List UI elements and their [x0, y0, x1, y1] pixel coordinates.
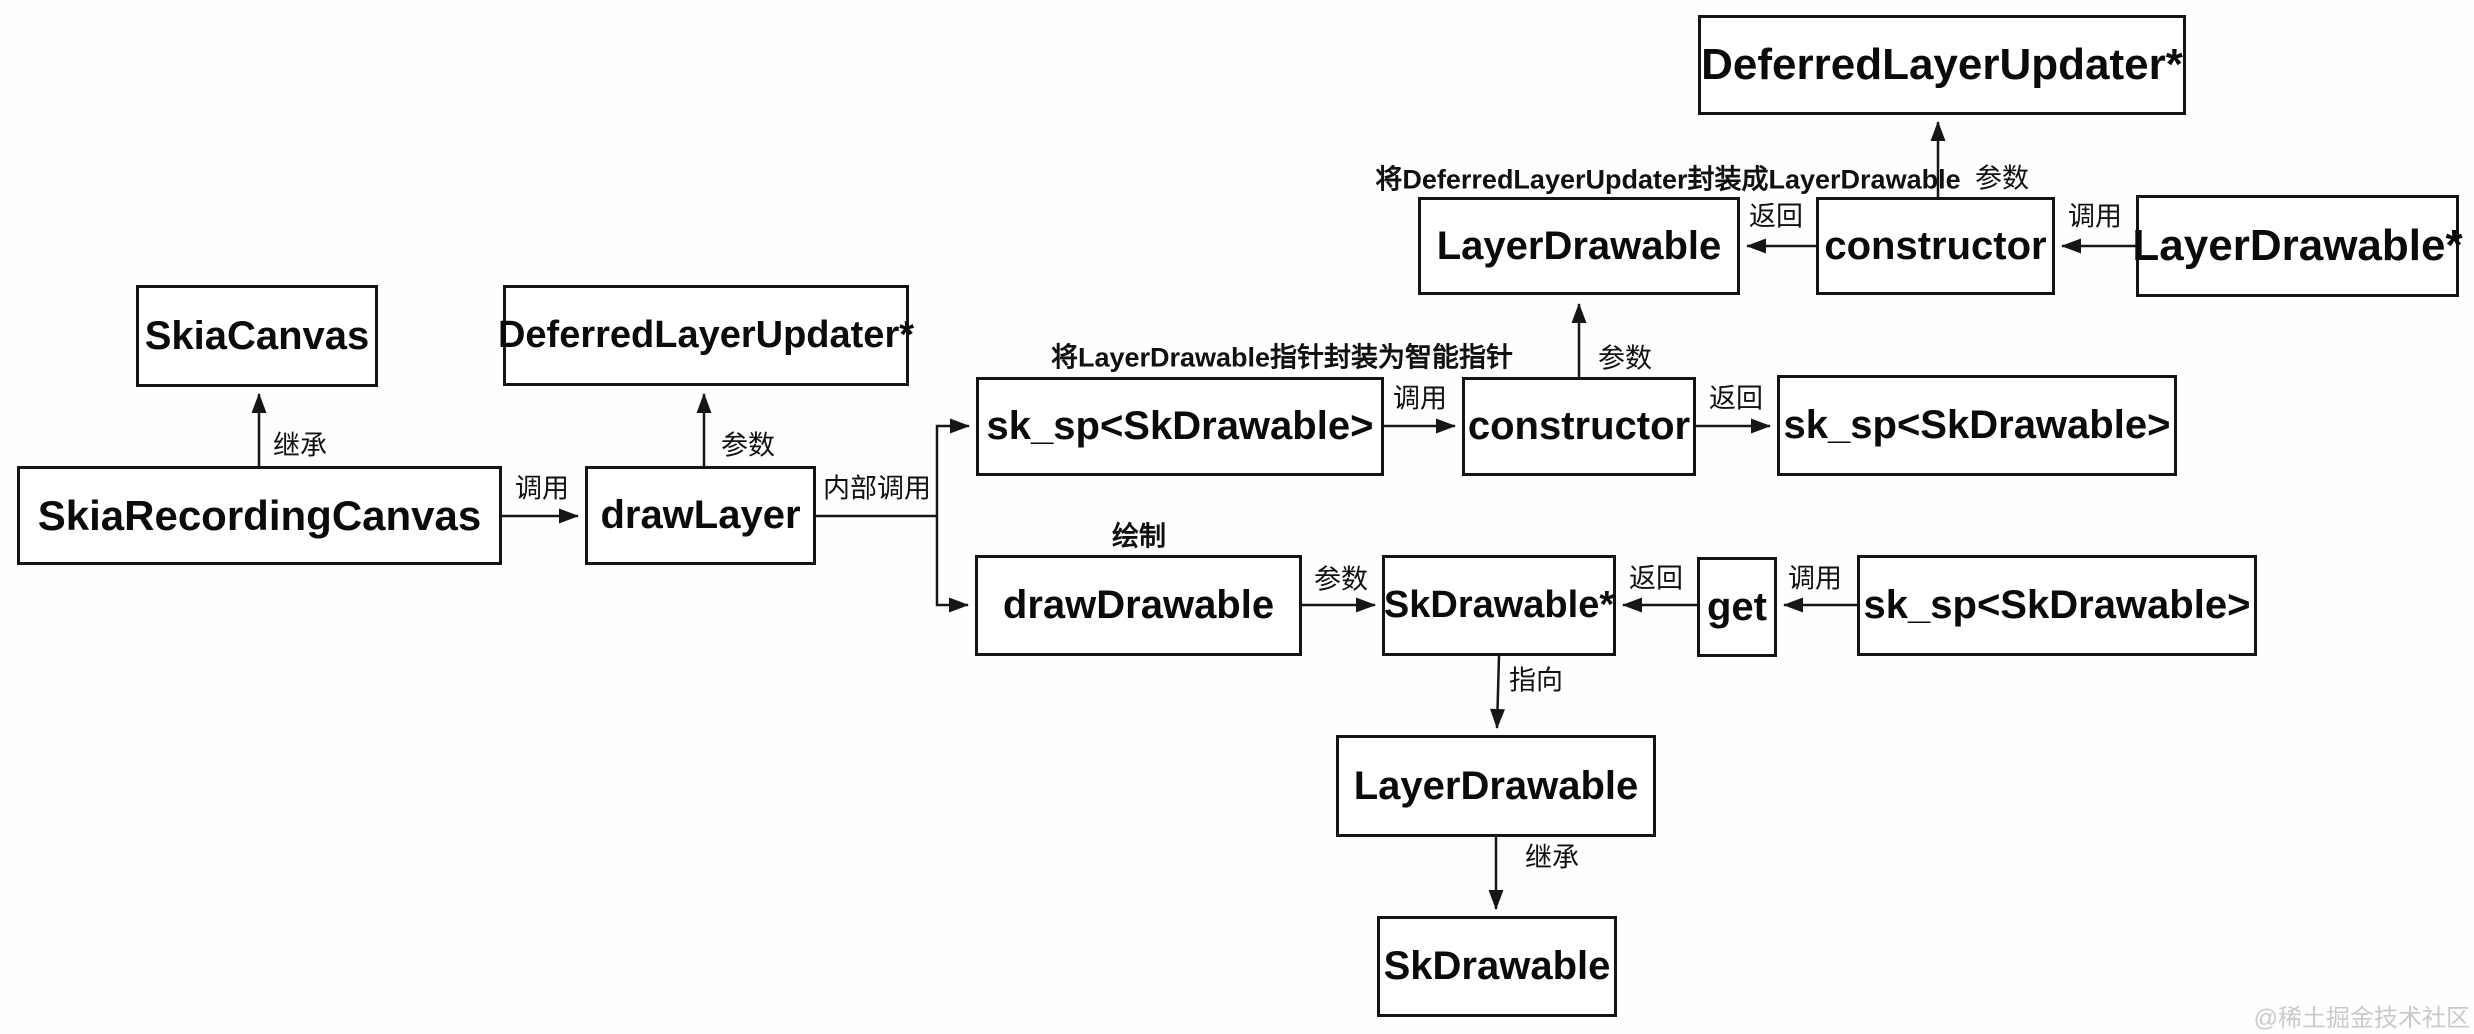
node-layerdrawable-mid: LayerDrawable [1418, 197, 1740, 295]
edge-label-return-bottom: 返回 [1629, 563, 1683, 594]
edge-label-param-top: 参数 [1975, 163, 2029, 194]
edge-label-inherit-left: 继承 [273, 430, 327, 461]
node-drawlayer: drawLayer [585, 466, 816, 565]
annotation-wrap-deferred: 将DeferredLayerUpdater封装成LayerDrawable [1375, 164, 1961, 195]
node-sksp-left: sk_sp<SkDrawable> [976, 377, 1384, 476]
edge-label-param-left: 参数 [721, 430, 775, 461]
edge-point-to-layerdrawable [1490, 655, 1506, 729]
node-sksp-bottom: sk_sp<SkDrawable> [1857, 555, 2257, 656]
node-layerdrawable-ptr: LayerDrawable* [2132, 195, 2463, 297]
edge-label-inherit-bottom: 继承 [1525, 842, 1579, 873]
edge-label-point-to: 指向 [1509, 665, 1563, 696]
node-deferredlayerupdater-top: DeferredLayerUpdater* [1698, 15, 2186, 115]
edge-internal-call-down-branch [935, 516, 969, 613]
edge-internal-call-up-branch [935, 418, 970, 516]
node-constructor-top: constructor [1816, 197, 2055, 295]
edge-label-call-mid: 调用 [1393, 383, 1447, 414]
node-sksp-right: sk_sp<SkDrawable> [1777, 375, 2177, 476]
edge-label-return-mid: 返回 [1709, 383, 1763, 414]
node-deferredlayerupdater-param: DeferredLayerUpdater* [498, 285, 914, 386]
node-skdrawable-ptr: SkDrawable* [1382, 555, 1616, 656]
edge-label-param-bottom: 参数 [1314, 564, 1368, 595]
node-skiarecordingcanvas: SkiaRecordingCanvas [17, 466, 502, 565]
node-skiacanvas: SkiaCanvas [136, 285, 378, 387]
node-layerdrawable-bottom: LayerDrawable [1336, 735, 1656, 837]
edge-label-call-top: 调用 [2068, 201, 2122, 232]
node-get: get [1697, 557, 1777, 657]
node-skdrawable-bottom: SkDrawable [1377, 916, 1617, 1017]
node-drawdrawable: drawDrawable [975, 555, 1302, 656]
edge-label-call-bottom: 调用 [1788, 563, 1842, 594]
node-constructor-mid: constructor [1462, 377, 1696, 476]
edge-label-param-mid: 参数 [1598, 343, 1652, 374]
edge-label-internal-call: 内部调用 [823, 473, 931, 504]
watermark: @稀土掘金技术社区 [2253, 1005, 2470, 1032]
annotation-wrap-pointer: 将LayerDrawable指针封装为智能指针 [1050, 342, 1514, 373]
edge-label-return-top: 返回 [1749, 201, 1803, 232]
edge-label-call-left: 调用 [515, 473, 569, 504]
annotation-draw: 绘制 [1112, 521, 1166, 552]
